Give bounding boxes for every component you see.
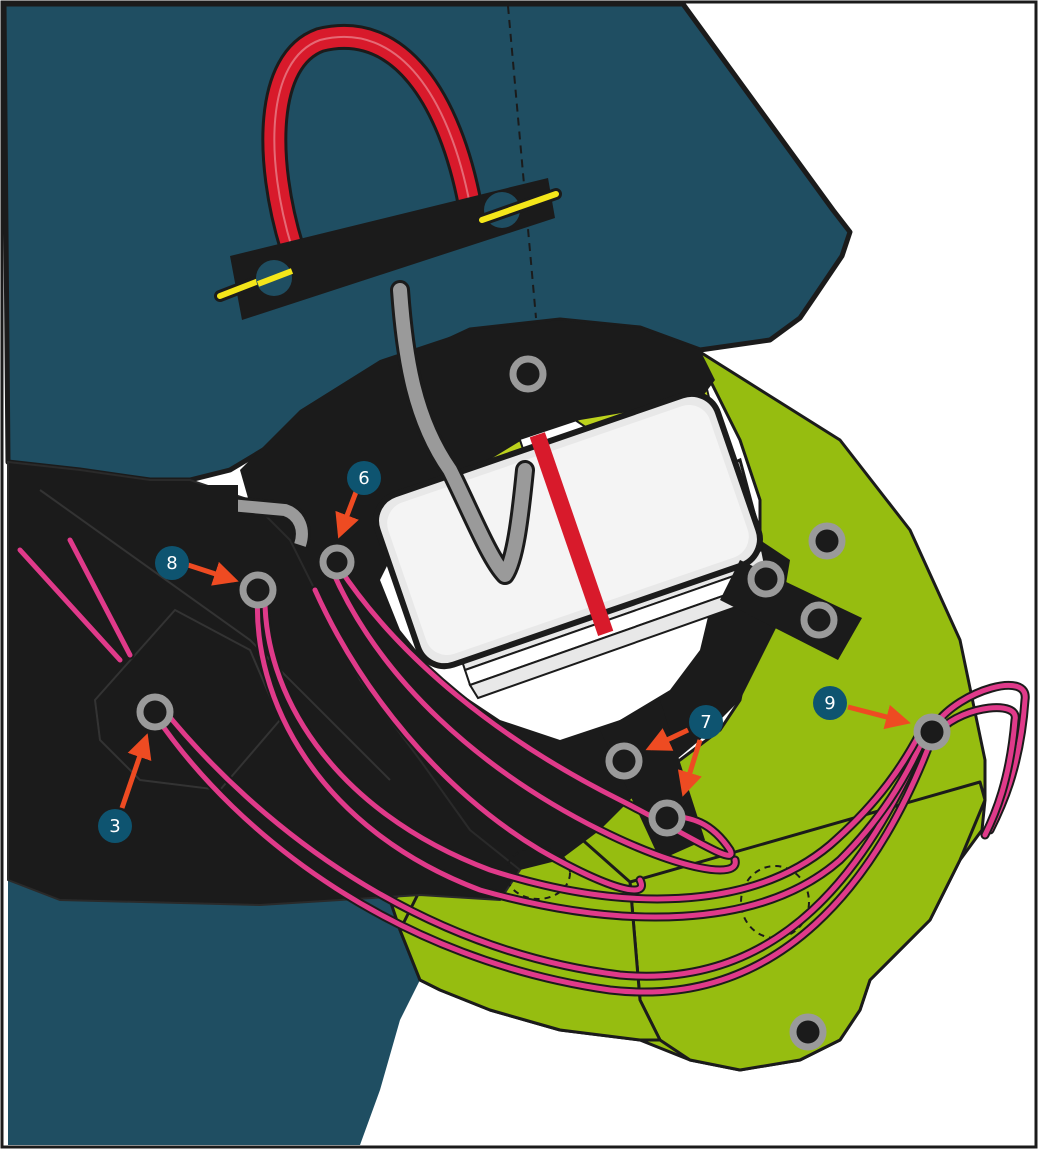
callout-badge-3: 3 (98, 809, 132, 843)
callout-badge-6: 6 (347, 461, 381, 495)
grommet-top (513, 359, 543, 389)
grommet-strap-a (751, 564, 781, 594)
callout-label-3: 3 (109, 816, 120, 837)
callout-label-7: 7 (700, 712, 711, 733)
grommet-right-top (812, 526, 842, 556)
callout-label-6: 6 (358, 468, 369, 489)
callout-label-8: 8 (166, 553, 177, 574)
callout-label-9: 9 (824, 693, 835, 714)
grommet-8 (243, 575, 273, 605)
grommet-7b (652, 803, 682, 833)
callout-badge-8: 8 (155, 546, 189, 580)
grommet-6 (323, 548, 351, 576)
grommet-strap-b (804, 605, 834, 635)
grommet-3 (140, 697, 170, 727)
callout-badge-7: 7 (689, 705, 723, 739)
grommet-9 (917, 717, 947, 747)
grommet-7a (609, 746, 639, 776)
container-lower (8, 880, 430, 1145)
grommet-bottom (793, 1017, 823, 1047)
callout-badge-9: 9 (813, 686, 847, 720)
